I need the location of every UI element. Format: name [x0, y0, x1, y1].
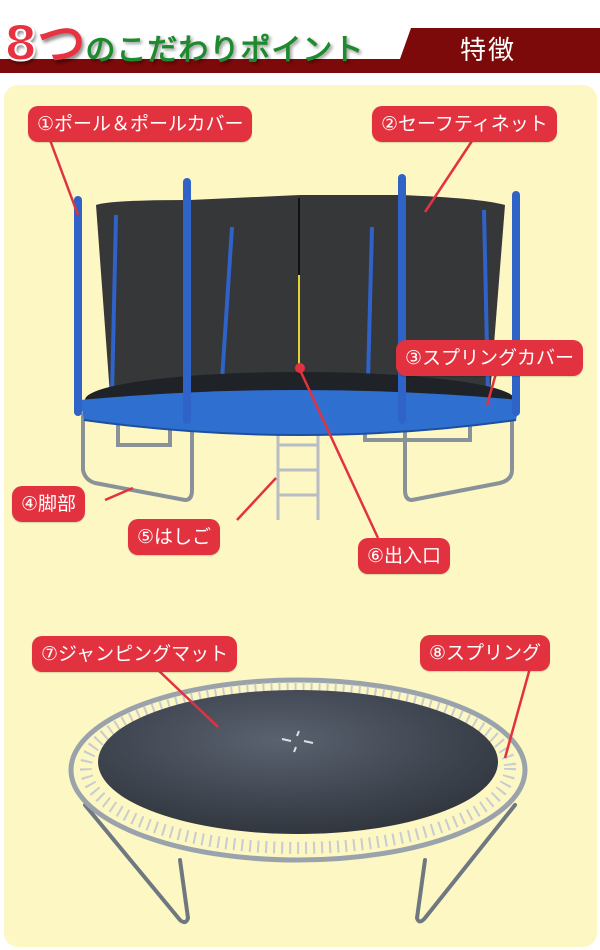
title-number: 8 [3, 15, 38, 73]
frame-image [68, 677, 528, 863]
callout-ladder: ⑤はしご [128, 519, 221, 555]
header-tab-label: 特徴 [460, 36, 517, 66]
springs-image [80, 682, 516, 854]
ladder-image [276, 425, 320, 520]
mat-trampoline-image [68, 677, 528, 925]
callout-leader-lines [48, 139, 532, 759]
callout-jumping-mat: ⑦ジャンピングマット [32, 636, 238, 672]
callout-entrance: ⑥出入口 [358, 538, 451, 574]
callout-springs: ⑧スプリング [420, 635, 551, 671]
header: 特徴 8つのこだわりポイント [0, 0, 600, 78]
page-title: 8つのこだわりポイント [3, 4, 365, 74]
callout-spring-cover: ③スプリングカバー [396, 340, 584, 376]
title-text: のこだわりポイント [85, 33, 365, 68]
jumping-mat-image [98, 690, 498, 834]
header-tab [395, 28, 600, 73]
callout-safety-net: ②セーフティネット [372, 106, 557, 142]
callout-legs: ④脚部 [12, 486, 86, 522]
title-tsu: つ [37, 16, 86, 72]
callout-pole-cover: ①ポール＆ポールカバー [28, 106, 253, 142]
